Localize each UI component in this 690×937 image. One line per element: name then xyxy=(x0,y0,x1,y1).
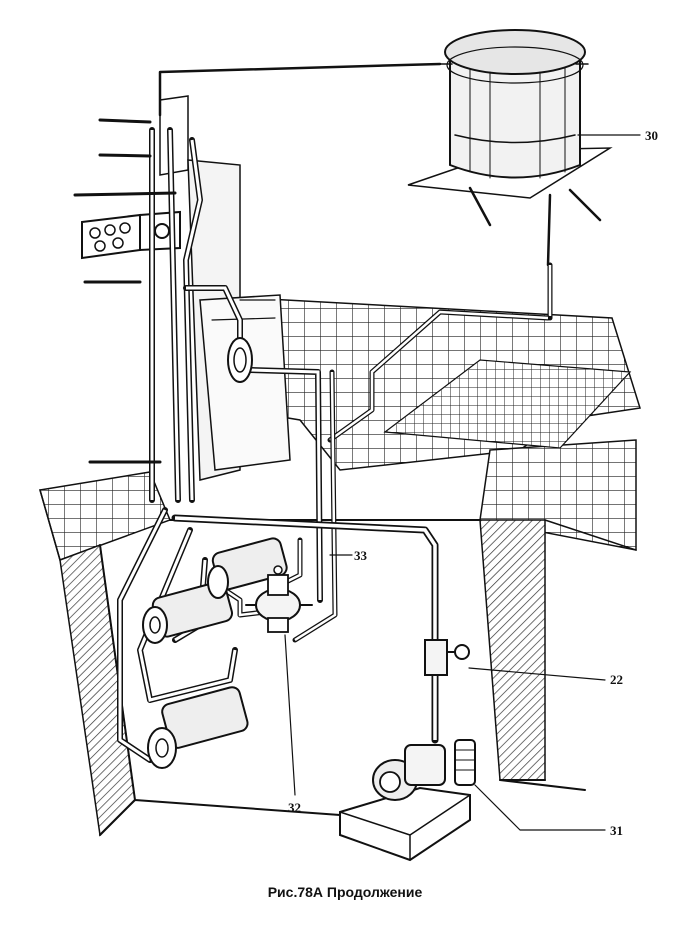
water-tank xyxy=(407,29,613,267)
gauge-icon xyxy=(94,240,106,252)
control-panel xyxy=(81,210,181,260)
pit-equipment xyxy=(142,537,288,769)
gauge-icon xyxy=(112,237,124,249)
gauge-icon xyxy=(89,227,101,239)
figure-caption: Рис.78А Продолжение xyxy=(267,884,423,900)
label-valve-22: 22 xyxy=(610,672,623,687)
floor-structure xyxy=(39,297,641,837)
label-valve-33: 33 xyxy=(354,548,368,563)
pipe-network xyxy=(73,62,553,763)
valve-assembly-33 xyxy=(245,565,313,633)
label-pump-31: 31 xyxy=(610,823,623,838)
gauge-icon xyxy=(104,224,116,236)
leader-lines xyxy=(284,134,641,831)
gauge-icon xyxy=(119,222,131,234)
pump-31 xyxy=(339,739,476,862)
cylinder-lower xyxy=(147,686,249,769)
wall-panel xyxy=(159,95,291,481)
wall-pump xyxy=(227,337,253,383)
label-tank-30: 30 xyxy=(645,128,658,143)
label-valve-32: 32 xyxy=(288,800,301,815)
valve-22 xyxy=(424,639,470,676)
